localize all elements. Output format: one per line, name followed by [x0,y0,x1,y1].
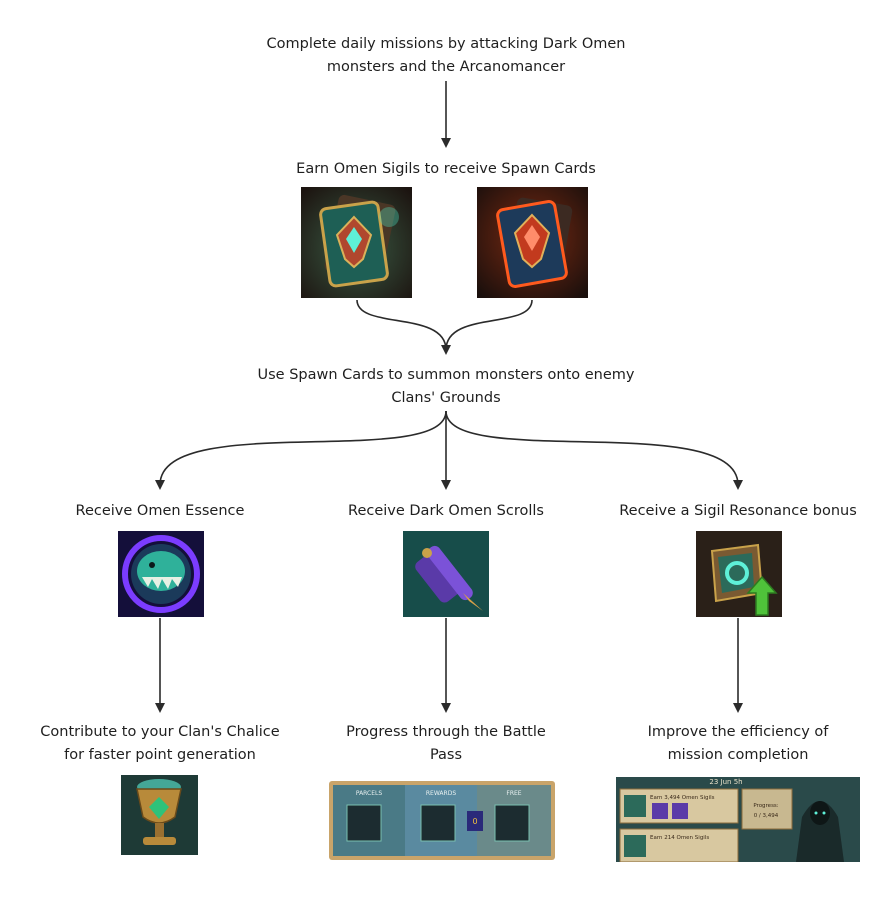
result-mission-efficiency: Improve the efficiency of mission comple… [647,724,829,763]
omen-essence-image [118,531,204,617]
result-clan-chalice: Contribute to your Clan's Chalice for fa… [40,724,280,763]
missions-progress-value: 0 / 3,494 [754,813,779,819]
branch-title-resonance: Receive a Sigil Resonance bonus [619,503,857,519]
battle-pass-image: PARCELS REWARDS FREE 0 [329,781,555,860]
arrow-to-resonance [445,410,743,490]
step-use-spawn-cards: Use Spawn Cards to summon monsters onto … [257,367,635,406]
red-spawn-card-image [477,187,588,298]
sigil-resonance-image [696,531,782,617]
result-battle-pass: Progress through the Battle Pass [346,724,546,763]
missions-progress-label: Progress: [753,803,778,809]
missions-row1: Earn 3,494 Omen Sigils [650,795,715,801]
green-spawn-card-image [301,187,412,298]
battle-pass-level: 0 [472,817,477,826]
battle-pass-col2: REWARDS [426,790,456,797]
arrow-green-card-merge [356,299,451,355]
missions-header: 23 Jun 5h [709,778,742,786]
arrow-red-card-merge [445,299,533,351]
clan-chalice-image [121,775,198,855]
dark-omen-scroll-image [403,531,489,617]
arrow-to-essence [155,410,447,490]
battle-pass-col1: PARCELS [356,790,383,797]
step-attack-missions: Complete daily missions by attacking Dar… [266,36,626,75]
branch-title-essence: Receive Omen Essence [75,503,245,519]
battle-pass-col3: FREE [506,790,521,797]
step-earn-sigils: Earn Omen Sigils to receive Spawn Cards [296,161,596,177]
missions-row2: Earn 214 Omen Sigils [650,835,709,841]
missions-image: 23 Jun 5h Earn 3,494 Omen Sigils Earn 21… [616,777,860,862]
branch-title-scrolls: Receive Dark Omen Scrolls [348,503,544,519]
